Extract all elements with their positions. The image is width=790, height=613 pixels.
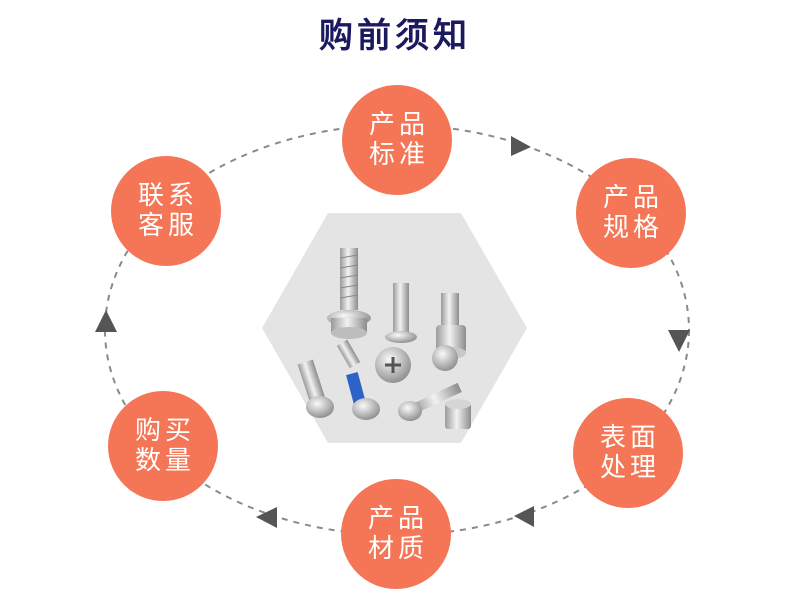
node-line1: 联系 bbox=[137, 181, 198, 211]
node-line2: 材质 bbox=[367, 534, 428, 564]
arrow-icon bbox=[668, 330, 690, 352]
node-product-spec[interactable]: 产品 规格 bbox=[576, 158, 686, 268]
node-line1: 产品 bbox=[368, 110, 429, 140]
screws-product-photo-icon bbox=[262, 213, 527, 443]
arrow-icon bbox=[514, 506, 534, 527]
node-line1: 购买 bbox=[134, 416, 195, 446]
node-line2: 客服 bbox=[137, 211, 198, 241]
arrow-icon bbox=[256, 507, 277, 528]
page-title: 购前须知 bbox=[319, 16, 471, 56]
node-surface-treatment[interactable]: 表面 处理 bbox=[573, 398, 683, 508]
arrow-icon bbox=[511, 136, 531, 156]
node-line2: 规格 bbox=[602, 213, 663, 243]
node-line2: 标准 bbox=[368, 140, 429, 170]
node-line2: 数量 bbox=[134, 446, 195, 476]
node-line1: 产品 bbox=[602, 183, 663, 213]
node-product-material[interactable]: 产品 材质 bbox=[341, 479, 451, 589]
node-line1: 表面 bbox=[599, 423, 660, 453]
node-purchase-quantity[interactable]: 购买 数量 bbox=[108, 391, 218, 501]
node-product-standard[interactable]: 产品 标准 bbox=[342, 85, 452, 195]
node-line1: 产品 bbox=[367, 504, 428, 534]
node-line2: 处理 bbox=[599, 453, 660, 483]
node-contact-service[interactable]: 联系 客服 bbox=[111, 156, 221, 266]
arrow-icon bbox=[95, 310, 117, 332]
product-hexagon bbox=[262, 213, 527, 443]
